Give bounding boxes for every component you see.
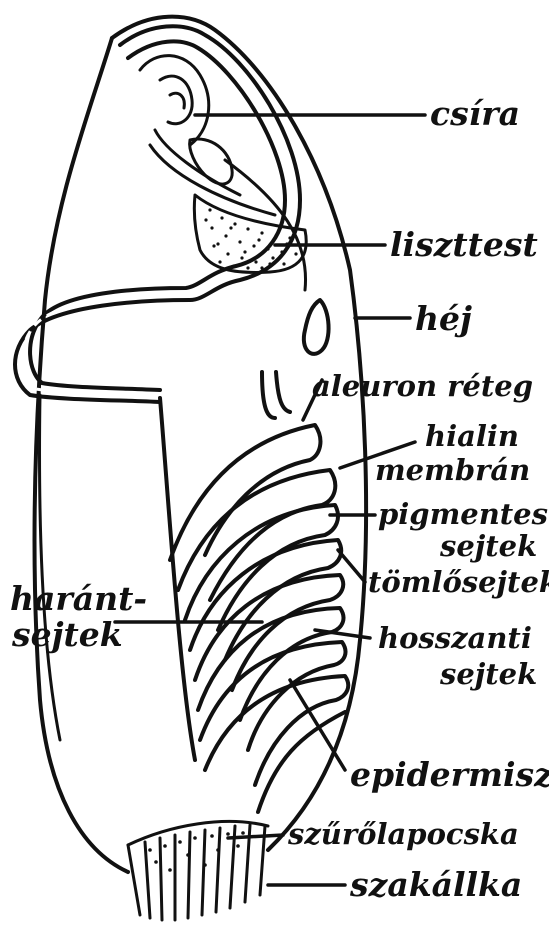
label-pigmentes-1: pigmentes <box>378 497 548 531</box>
label-pigmentes-2: sejtek <box>439 529 537 563</box>
label-epidermisz: epidermisz <box>350 755 549 794</box>
label-tomlosejtek: tömlősejtek <box>368 565 549 599</box>
label-harant-1: haránt- <box>10 579 147 618</box>
label-szakallka: szakállka <box>349 865 522 904</box>
label-szurolapocska: szűrőlapocska <box>287 817 519 851</box>
leader-epidermisz <box>290 680 345 770</box>
cut-face-panel <box>40 395 195 760</box>
label-liszttest: liszttest <box>390 225 538 264</box>
bran-layers <box>170 425 348 812</box>
labels: csíra liszttest héj aleuron réteg hialin… <box>10 94 549 904</box>
label-hej: héj <box>415 299 472 338</box>
label-hialin-1: hialin <box>425 419 519 453</box>
label-hosszanti-2: sejtek <box>439 657 537 691</box>
grain-outline <box>35 17 367 872</box>
label-hosszanti-1: hosszanti <box>378 621 532 655</box>
label-hialin-2: membrán <box>375 453 530 487</box>
seed-coat-band <box>15 26 329 418</box>
label-aleuron: aleuron réteg <box>312 369 533 403</box>
leader-szurolapocska <box>228 835 283 838</box>
label-csira: csíra <box>430 94 520 133</box>
label-harant-2: sejtek <box>11 615 123 654</box>
